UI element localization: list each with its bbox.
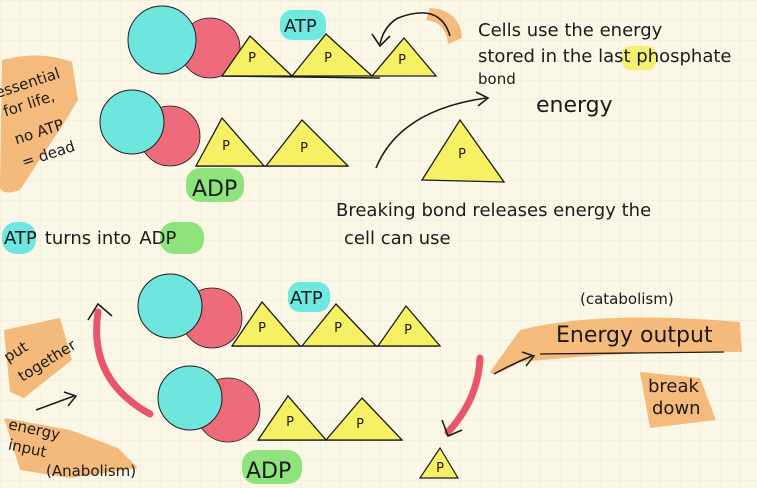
cells-line2-highlight: last <box>598 46 630 67</box>
break-down-line1: break <box>648 376 700 397</box>
adenine-circle <box>138 274 202 338</box>
anabolism-label: (Anabolism) <box>46 462 136 480</box>
phosphate-label: P <box>398 53 406 68</box>
cells-line1: Cells use the energy <box>478 20 663 41</box>
energy-output-label: Energy output <box>556 323 713 348</box>
cells-line2-post: phosphate <box>631 46 732 67</box>
catabolism-label: (catabolism) <box>580 290 674 308</box>
adenine-circle <box>100 90 164 154</box>
phosphate-label: P <box>334 321 342 336</box>
phosphate-label: P <box>222 139 230 154</box>
phosphate-label: P <box>404 323 412 338</box>
energy-label: energy <box>536 93 613 118</box>
cells-line2: stored in the last phosphate <box>478 46 732 67</box>
phosphate-label: P <box>286 415 294 430</box>
breaking-line1: Breaking bond releases energy the <box>336 200 651 221</box>
atp-turns-mid: turns into <box>45 228 132 249</box>
atp-bottom-label: ATP <box>290 288 323 309</box>
phosphate-label: P <box>300 141 308 156</box>
cells-line3: bond <box>478 70 516 88</box>
atp-turns-post: ADP <box>139 228 176 249</box>
adenine-circle <box>158 366 222 430</box>
phosphate-label: P <box>436 461 444 476</box>
phosphate-label: P <box>258 321 266 336</box>
phosphate-label: P <box>458 147 466 162</box>
adenine-circle <box>128 6 196 74</box>
phosphate-label: P <box>356 417 364 432</box>
break-down-line2: down <box>652 398 701 419</box>
atp-top-label: ATP <box>284 16 317 37</box>
phosphate-label: P <box>248 51 256 66</box>
atp-turns-into-adp: ATP turns into ADP <box>4 228 176 249</box>
adp-bottom-label: ADP <box>246 459 291 484</box>
adp-top-label: ADP <box>192 177 237 202</box>
breaking-line2: cell can use <box>344 228 451 249</box>
phosphate-label: P <box>324 51 332 66</box>
cells-line2-pre: stored in the <box>478 46 598 67</box>
atp-turns-pre: ATP <box>4 228 37 249</box>
